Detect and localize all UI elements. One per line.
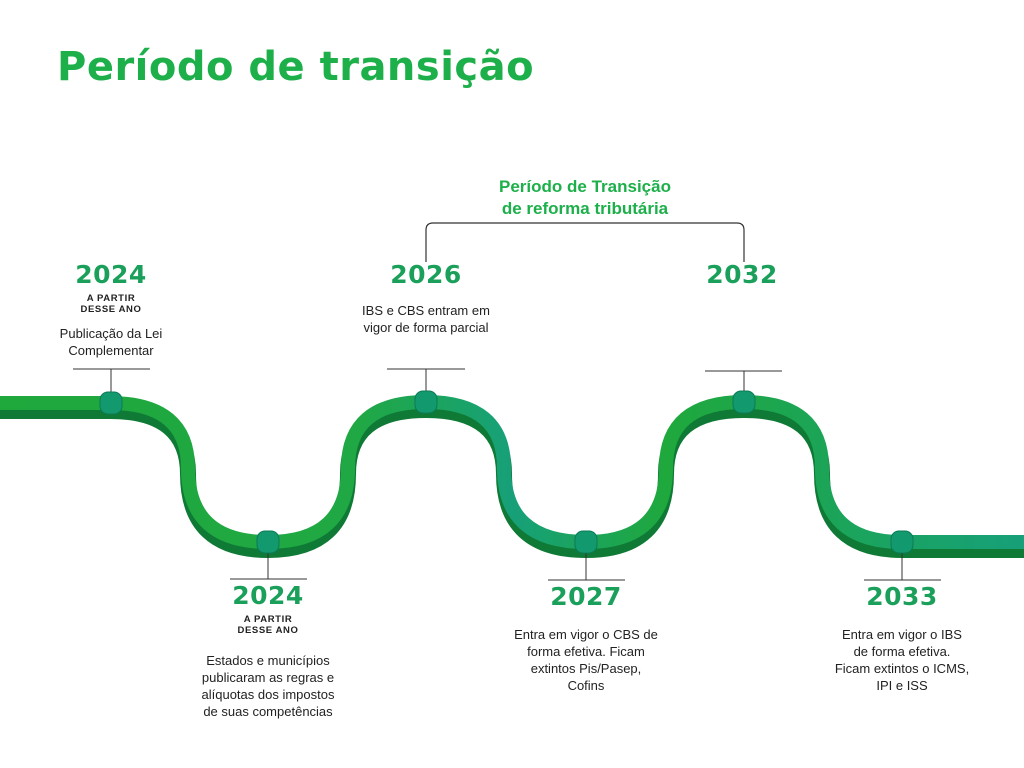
milestone-year: 2024: [232, 581, 304, 610]
description-line: alíquotas dos impostos: [201, 687, 335, 702]
description-line: IPI e ISS: [876, 678, 928, 693]
node-2032: [732, 390, 756, 414]
node-2033: [890, 530, 914, 554]
milestone-description: Publicação da Lei Complementar: [16, 325, 206, 359]
description-line: extintos Pis/Pasep,: [530, 661, 642, 676]
description-line: Complementar: [68, 343, 154, 358]
milestone-year: 2027: [550, 582, 622, 611]
milestone-year: 2033: [866, 582, 938, 611]
milestone-2026: 2026 IBS e CBS entram em vigor de forma …: [331, 260, 521, 336]
subtitle-line: A PARTIR: [243, 614, 293, 625]
description-line: de suas competências: [203, 704, 333, 719]
milestone-year: 2032: [706, 260, 778, 289]
description-line: Estados e municípios: [206, 653, 330, 668]
description-line: publicaram as regras e: [201, 670, 335, 685]
transition-label-line-1: Período de Transição: [499, 177, 671, 196]
node-2026: [414, 390, 438, 414]
description-line: Cofins: [567, 678, 605, 693]
milestone-description: Entra em vigor o IBS de forma efetiva. F…: [807, 626, 997, 694]
top-connectors: [73, 368, 782, 394]
milestone-2032: 2032: [647, 260, 837, 290]
node-2024-bottom: [256, 530, 280, 554]
node-2024-top: [99, 391, 123, 415]
transition-period-label: Período de Transição de reforma tributár…: [460, 176, 710, 220]
transition-label-line-2: de reforma tributária: [501, 199, 669, 218]
milestone-year: 2024: [75, 260, 147, 289]
description-line: vigor de forma parcial: [363, 320, 489, 335]
description-line: Entra em vigor o IBS: [842, 627, 962, 642]
milestone-subtitle: A PARTIR DESSE ANO: [173, 614, 363, 636]
bottom-connectors: [230, 552, 941, 581]
milestone-description: Estados e municípios publicaram as regra…: [173, 652, 363, 720]
milestone-subtitle: A PARTIR DESSE ANO: [16, 293, 206, 315]
subtitle-line: DESSE ANO: [80, 304, 142, 315]
node-2027: [574, 530, 598, 554]
milestone-2027: 2027 Entra em vigor o CBS de forma efeti…: [491, 582, 681, 694]
milestone-2024-bottom: 2024 A PARTIR DESSE ANO Estados e municí…: [173, 581, 363, 720]
road-shadow: [0, 402, 1024, 558]
description-line: Entra em vigor o CBS de: [514, 627, 658, 642]
milestone-description: Entra em vigor o CBS de forma efetiva. F…: [491, 626, 681, 694]
page-title: Período de transição: [57, 44, 535, 90]
subtitle-line: A PARTIR: [86, 293, 136, 304]
milestone-description: IBS e CBS entram em vigor de forma parci…: [331, 302, 521, 336]
milestone-year: 2026: [390, 260, 462, 289]
road-main: [0, 395, 1024, 549]
milestone-2033: 2033 Entra em vigor o IBS de forma efeti…: [807, 582, 997, 694]
description-line: IBS e CBS entram em: [362, 303, 490, 318]
description-line: Publicação da Lei: [59, 326, 163, 341]
subtitle-line: DESSE ANO: [237, 625, 299, 636]
milestone-2024-top: 2024 A PARTIR DESSE ANO Publicação da Le…: [16, 260, 206, 359]
description-line: de forma efetiva.: [853, 644, 951, 659]
transition-bracket: [425, 222, 745, 262]
timeline-nodes: [99, 390, 914, 554]
description-line: forma efetiva. Ficam: [527, 644, 645, 659]
description-line: Ficam extintos o ICMS,: [834, 661, 970, 676]
